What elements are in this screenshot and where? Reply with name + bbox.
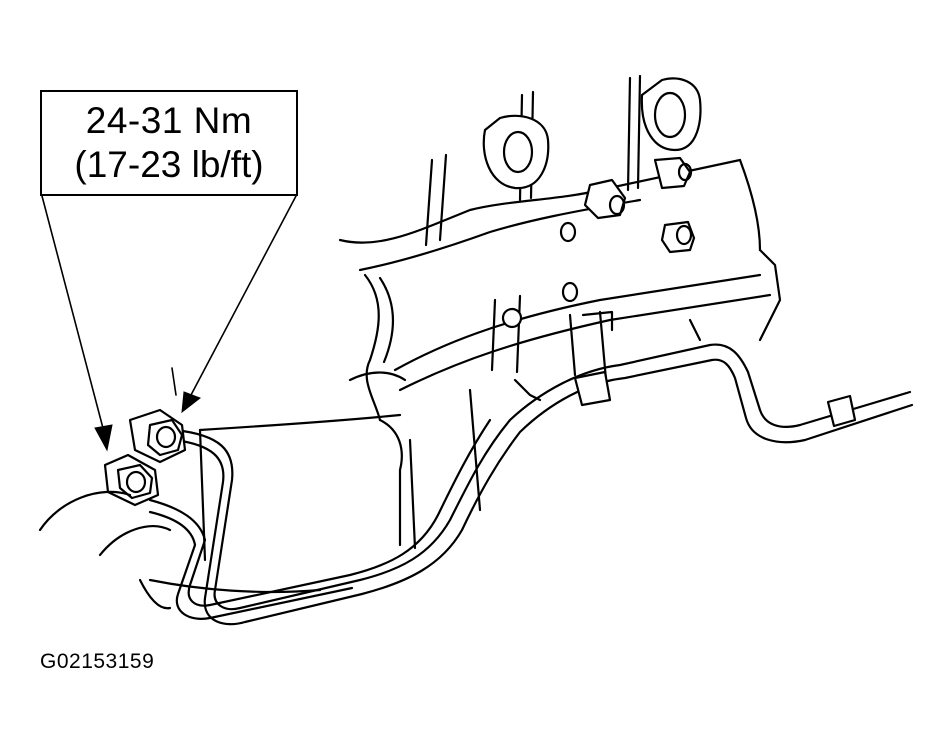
- torque-metric-label: 24-31 Nm: [85, 100, 253, 141]
- torque-spec-callout: 24-31 Nm (17-23 lb/ft): [40, 90, 298, 196]
- figure-id-label: G02153159: [40, 650, 155, 673]
- fuel-line-fittings: [103, 408, 187, 507]
- arrowhead-lower-fitting: [94, 424, 113, 452]
- chassis-edge: [38, 367, 177, 610]
- arrowhead-upper-fitting: [181, 391, 202, 414]
- callout-leader-arrows: [41, 195, 297, 452]
- engine-block-outline: [148, 74, 782, 594]
- torque-imperial-label: (17-23 lb/ft): [74, 144, 264, 185]
- fuel-lines: [148, 343, 914, 626]
- mounting-bosses: [482, 77, 702, 329]
